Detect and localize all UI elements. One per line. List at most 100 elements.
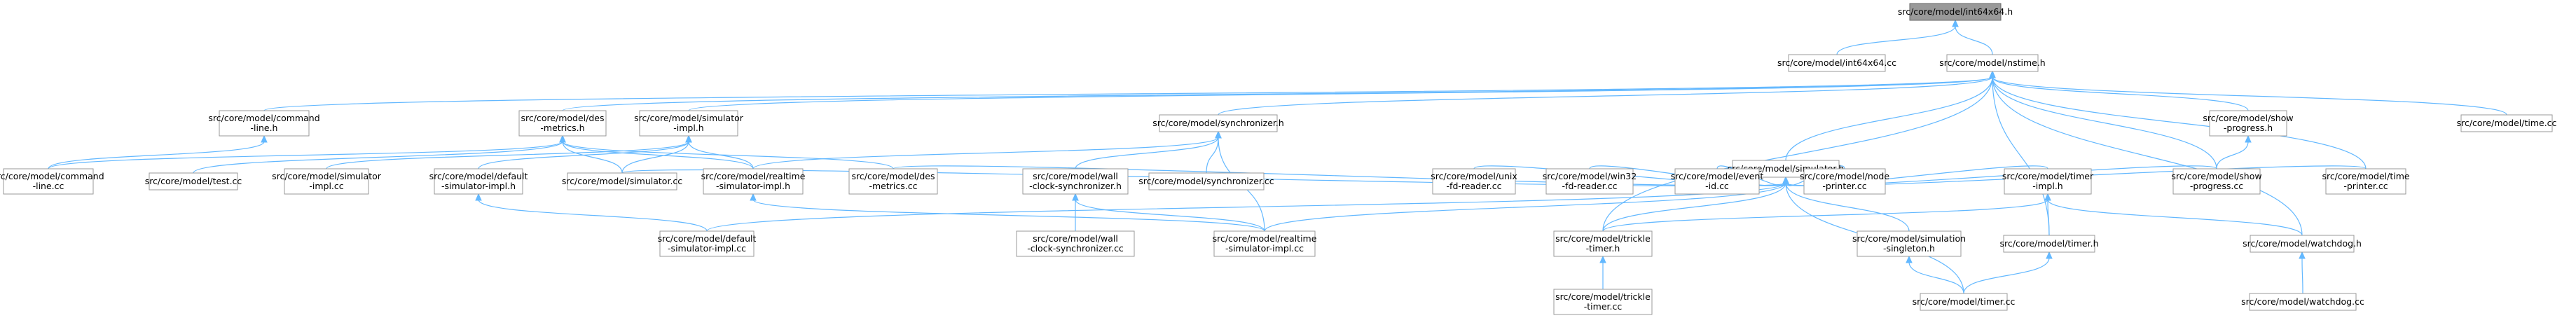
graph-node-label: -fd-reader.cc	[1562, 181, 1618, 191]
graph-node-box	[703, 168, 804, 195]
graph-edge-simimplh-simulatorcc	[621, 141, 689, 174]
graph-node-label: src/core/model/node	[1800, 171, 1889, 181]
graph-node-label: -timer.cc	[1584, 301, 1623, 312]
graph-node-box	[1553, 289, 1653, 315]
graph-node-label: -line.h	[251, 123, 278, 133]
graph-node-label: src/core/model/watchdog.cc	[2241, 296, 2364, 307]
graph-node-label: src/core/model/simulator	[634, 113, 744, 123]
graph-node-label: src/core/model/test.cc	[145, 176, 242, 186]
graph-node-label: src/core/model/nstime.h	[1939, 57, 2045, 68]
graph-edge-arrowhead	[559, 134, 566, 143]
graph-node-cmdlinecc[interactable]: src/core/model/command-line.cc	[0, 168, 104, 195]
graph-node-box	[567, 172, 677, 191]
graph-edge-desmetricsh-rtsimimplh	[562, 141, 754, 170]
graph-node-label: src/core/model/win32	[1543, 171, 1637, 181]
graph-edge-arrowhead	[1906, 255, 1913, 263]
graph-node-nodeprintcc[interactable]: src/core/model/node-printer.cc	[1800, 168, 1889, 195]
graph-edge-nstimeh-synchh	[1218, 76, 1993, 116]
graph-node-desmetricscc[interactable]: src/core/model/des-metrics.cc	[848, 168, 938, 195]
graph-node-timerh[interactable]: src/core/model/timer.h	[1999, 235, 2099, 253]
graph-node-label: src/core/model/time.cc	[2457, 118, 2557, 128]
graph-node-simimplcc[interactable]: src/core/model/simulator-impl.cc	[272, 168, 382, 195]
graph-node-eventidcc[interactable]: src/core/model/event-id.cc	[1671, 168, 1764, 195]
graph-node-defsimimplcc[interactable]: src/core/model/default-simulator-impl.cc	[658, 230, 757, 257]
graph-edge-int64x64h-int64x64cc	[1836, 25, 1956, 55]
graph-node-rtsimimplh[interactable]: src/core/model/realtime-simulator-impl.h	[701, 168, 806, 195]
graph-node-box	[1016, 230, 1135, 257]
graph-node-desmetricsh[interactable]: src/core/model/des-metrics.h	[518, 110, 607, 137]
graph-node-label: src/core/model/show	[2203, 113, 2293, 123]
graph-node-label: src/core/model/time	[2322, 171, 2409, 181]
graph-node-trickleh[interactable]: src/core/model/trickle-timer.h	[1553, 230, 1653, 257]
graph-node-label: -progress.cc	[2190, 181, 2243, 191]
graph-node-simimplh[interactable]: src/core/model/simulator-impl.h	[634, 110, 744, 137]
graph-node-synchh[interactable]: src/core/model/synchronizer.h	[1152, 114, 1284, 132]
graph-node-label: src/core/model/command	[208, 113, 319, 123]
graph-node-unixfdcc[interactable]: src/core/model/unix-fd-reader.cc	[1431, 168, 1517, 195]
graph-node-box	[219, 110, 310, 137]
graph-node-rtsimimplcc[interactable]: src/core/model/realtime-simulator-impl.c…	[1213, 230, 1317, 257]
graph-node-showprogh[interactable]: src/core/model/show-progress.h	[2203, 110, 2294, 137]
graph-edge-arrowhead	[475, 193, 482, 201]
graph-node-label: src/core/model/timer.h	[1999, 238, 2098, 249]
graph-node-box	[518, 110, 607, 137]
graph-node-win32fdcc[interactable]: src/core/model/win32-fd-reader.cc	[1543, 168, 1637, 195]
graph-node-simulatorcc[interactable]: src/core/model/simulator.cc	[562, 172, 682, 191]
graph-node-defsimimplh[interactable]: src/core/model/default-simulator-impl.h	[429, 168, 528, 195]
graph-node-int64x64h[interactable]: src/core/model/int64x64.h	[1898, 3, 2013, 21]
graph-node-synchcc[interactable]: src/core/model/synchronizer.cc	[1138, 172, 1274, 191]
graph-node-label: src/core/model/timer.cc	[1913, 296, 2016, 307]
graph-node-int64x64cc[interactable]: src/core/model/int64x64.cc	[1777, 54, 1896, 72]
graph-edge-nstimeh-showprogcc	[1992, 76, 2217, 170]
graph-node-watchdogh[interactable]: src/core/model/watchdog.h	[2243, 235, 2362, 253]
graph-node-timecc[interactable]: src/core/model/time.cc	[2457, 114, 2557, 132]
graph-node-testcc[interactable]: src/core/model/test.cc	[145, 172, 242, 191]
graph-node-showprogcc[interactable]: src/core/model/show-progress.cc	[2171, 168, 2262, 195]
graph-node-box	[2004, 168, 2092, 195]
graph-node-timercc[interactable]: src/core/model/timer.cc	[1913, 293, 2016, 311]
graph-node-box	[2250, 235, 2355, 253]
graph-node-watchdogcc[interactable]: src/core/model/watchdog.cc	[2241, 293, 2364, 311]
graph-edge-nstimeh-timecc	[1992, 76, 2507, 116]
graph-edge-synchh-synchcc	[1206, 137, 1219, 174]
graph-edge-timerimplh-trickleh	[1602, 199, 2048, 232]
graph-node-cmdlineh[interactable]: src/core/model/command-line.h	[208, 110, 320, 137]
graph-edge-arrowhead	[750, 193, 757, 201]
graph-node-box	[2003, 235, 2095, 253]
graph-edge-timerimplh-timerh	[2047, 199, 2050, 236]
graph-edge-arrowhead	[2044, 193, 2051, 201]
graph-node-label: src/core/model/synchronizer.h	[1152, 118, 1284, 128]
graph-node-label: src/core/model/des	[851, 171, 935, 181]
graph-edge-watchdogh-watchdogcc	[2301, 257, 2303, 294]
graph-node-label: src/core/model/simulation	[1852, 233, 1966, 244]
graph-node-label: src/core/model/event	[1671, 171, 1764, 181]
graph-node-label: -simulator-impl.cc	[668, 243, 746, 254]
graph-node-simsingh[interactable]: src/core/model/simulation-singleton.h	[1852, 230, 1966, 257]
graph-node-timeprintcc[interactable]: src/core/model/time-printer.cc	[2322, 168, 2410, 195]
graph-node-label: -id.cc	[1705, 181, 1729, 191]
graph-node-label: src/core/model/watchdog.h	[2243, 238, 2362, 249]
graph-node-label: -line.cc	[33, 181, 64, 191]
graph-edge-arrowhead	[1782, 176, 1789, 184]
graph-edge-wallclkh-rtsimimplcc	[1075, 199, 1265, 232]
graph-node-label: src/core/model/timer	[2002, 171, 2094, 181]
graph-node-label: src/core/model/wall	[1033, 233, 1118, 244]
graph-node-label: src/core/model/simulator	[272, 171, 382, 181]
graph-node-box	[2172, 168, 2261, 195]
graph-node-box	[639, 110, 738, 137]
graph-edge-arrowhead	[1599, 255, 1606, 263]
graph-node-box	[1545, 168, 1634, 195]
graph-node-label: src/core/model/trickle	[1555, 233, 1651, 244]
graph-edge-nstimeh-showprogh	[1992, 76, 2249, 111]
graph-node-box	[1674, 168, 1760, 195]
graph-node-wallclkh[interactable]: src/core/model/wall-clock-synchronizer.h	[1022, 168, 1129, 195]
graph-node-wallclkcc[interactable]: src/core/model/wall-clock-synchronizer.c…	[1016, 230, 1135, 257]
graph-edge-arrowhead	[1989, 70, 1996, 78]
graph-node-tricklecc[interactable]: src/core/model/trickle-timer.cc	[1553, 289, 1653, 315]
graph-node-label: -clock-synchronizer.cc	[1027, 243, 1124, 254]
graph-node-timerimplh[interactable]: src/core/model/timer-impl.h	[2002, 168, 2094, 195]
graph-node-box	[1213, 230, 1316, 257]
graph-node-nstimeh[interactable]: src/core/model/nstime.h	[1939, 54, 2046, 72]
graph-node-label: src/core/model/default	[658, 233, 757, 244]
